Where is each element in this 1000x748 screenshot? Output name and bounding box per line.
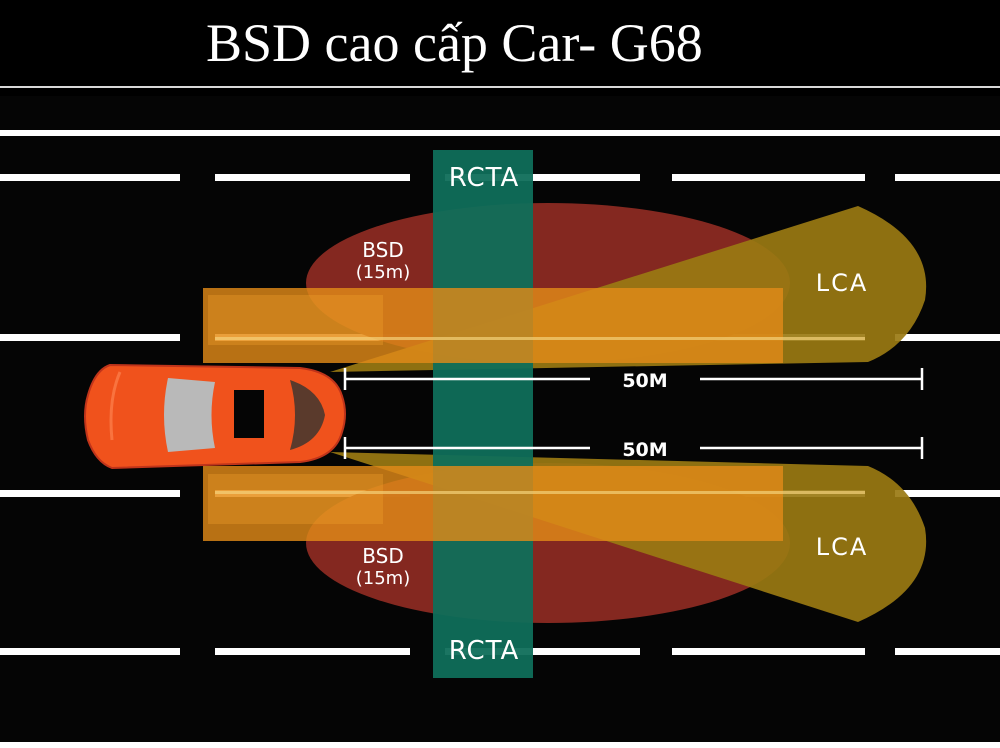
rcta-label-top: RCTA xyxy=(449,163,520,193)
lane-line-through-top-zone xyxy=(215,337,865,340)
header-divider xyxy=(0,86,1000,88)
overlay-highlight-top xyxy=(208,295,383,345)
rcta-zone xyxy=(433,150,533,678)
lane-dashes-row-1 xyxy=(0,174,1000,181)
dimension-line-top xyxy=(343,368,924,390)
car-roof xyxy=(234,390,264,438)
car-icon xyxy=(84,363,346,470)
overlay-zone-bottom xyxy=(203,466,783,541)
lane-line-through-bottom-zone xyxy=(215,491,865,494)
bsd-label-top: BSD xyxy=(362,238,403,262)
dimension-label-bottom: 50M xyxy=(622,439,667,461)
header-bar: BSD cao cấp Car- G68 xyxy=(0,0,1000,86)
car-highlight xyxy=(109,371,122,441)
lane-dashes-row-4 xyxy=(0,648,1000,655)
bsd-range-bottom: (15m) xyxy=(356,568,410,589)
car-rear-window xyxy=(164,378,215,452)
page-title: BSD cao cấp Car- G68 xyxy=(206,13,703,73)
overlay-highlight-bottom xyxy=(208,474,383,524)
dimension-line-bottom xyxy=(343,437,924,459)
car-windshield xyxy=(290,380,325,450)
dimension-label-top: 50M xyxy=(622,370,667,392)
overlay-zone-top xyxy=(203,288,783,363)
rcta-label-bottom: RCTA xyxy=(449,636,520,666)
bsd-label-bottom: BSD xyxy=(362,544,403,568)
car-body xyxy=(84,363,346,470)
bsd-range-top: (15m) xyxy=(356,262,410,283)
lane-line-solid-bottom xyxy=(0,742,1000,748)
lca-label-top: LCA xyxy=(816,269,869,297)
lca-label-bottom: LCA xyxy=(816,533,869,561)
lane-line-solid-top xyxy=(0,130,1000,136)
